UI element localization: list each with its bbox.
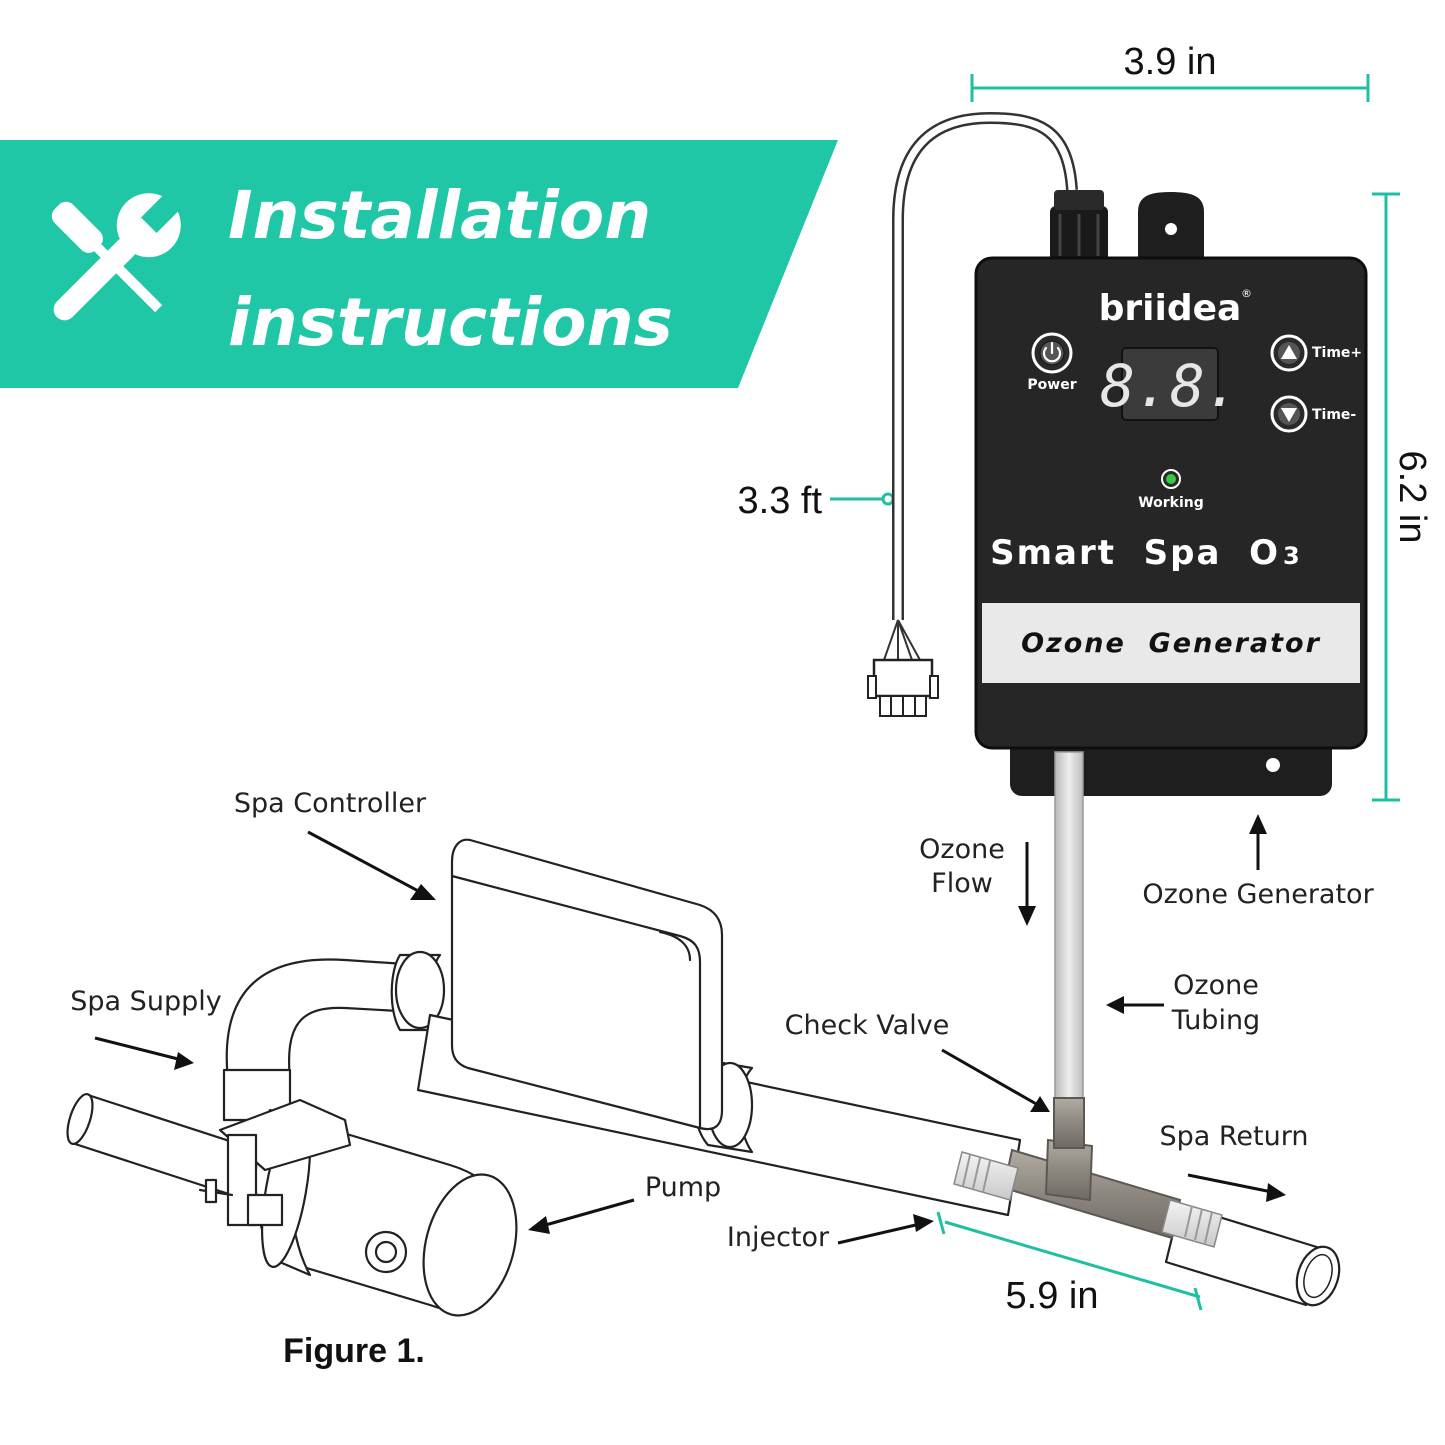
led-display	[1121, 347, 1219, 421]
banner-title-line1: Installation	[228, 177, 651, 254]
width-dimension: 3.9 in	[970, 41, 1370, 102]
arrow-injector	[837, 1214, 934, 1245]
time-down-button[interactable]	[1270, 395, 1308, 433]
spa-plumbing-sketch	[66, 838, 1341, 1317]
banner: Installation instructions	[0, 140, 838, 388]
strip-label: Ozone Generator	[1021, 628, 1321, 659]
arrow-ozone-flow	[1018, 842, 1036, 926]
model-subscript: 3	[1283, 542, 1300, 570]
spa-controller-box	[450, 838, 724, 1131]
label-strip	[982, 603, 1360, 683]
power-cable	[883, 111, 1078, 661]
working-label: Working	[1138, 495, 1204, 511]
display-value: 8.8.	[1100, 352, 1240, 420]
label-injector: Injector	[727, 1222, 830, 1253]
arrow-spa-supply	[94, 1036, 194, 1070]
arrow-spa-controller	[307, 830, 436, 900]
time-up-label: Time+	[1312, 345, 1362, 361]
time-down-label: Time-	[1312, 407, 1356, 423]
label-spa-return: Spa Return	[1159, 1121, 1308, 1152]
injector-dimension: 5.9 in	[936, 1211, 1203, 1317]
connector-plug	[867, 658, 939, 717]
width-label: 3.9 in	[1124, 41, 1217, 83]
injector-length-label: 5.9 in	[1006, 1275, 1099, 1317]
arrow-pump	[528, 1198, 635, 1234]
power-label: Power	[1027, 377, 1076, 393]
banner-background	[0, 140, 838, 388]
injector-fitting-right	[1161, 1199, 1223, 1248]
mount-hole-top	[1165, 223, 1177, 235]
label-pump: Pump	[645, 1172, 721, 1203]
callouts: Spa Controller Spa Supply Pump Check Val…	[70, 788, 1374, 1370]
arrow-ozone-generator	[1249, 814, 1267, 870]
banner-title-line2: instructions	[228, 284, 673, 361]
label-ozone-flow-line1: Ozone	[919, 834, 1005, 865]
injector	[953, 1097, 1223, 1248]
arrow-ozone-tubing	[1106, 996, 1164, 1014]
label-ozone-generator: Ozone Generator	[1142, 879, 1374, 910]
brand-logo: briidea	[1099, 288, 1242, 329]
arrow-check-valve	[941, 1048, 1050, 1112]
arrow-spa-return	[1187, 1173, 1286, 1202]
label-spa-controller: Spa Controller	[234, 788, 427, 819]
label-ozone-tubing-line2: Tubing	[1171, 1005, 1260, 1036]
ozone-generator-device: briidea ® Power 8.8. Time+ Time-	[974, 190, 1368, 796]
cable-dimension: 3.3 ft	[738, 480, 895, 522]
tools-icon	[51, 189, 185, 321]
label-ozone-tubing-line1: Ozone	[1173, 970, 1259, 1001]
ozone-tubing	[1054, 751, 1084, 1153]
power-button[interactable]	[1031, 332, 1073, 374]
label-spa-supply: Spa Supply	[70, 986, 221, 1017]
pump-sketch	[198, 1098, 518, 1317]
triangle-up-icon	[1281, 345, 1297, 359]
height-dimension: 6.2 in	[1372, 192, 1433, 802]
triangle-down-icon	[1281, 408, 1297, 422]
cable-length-label: 3.3 ft	[738, 480, 823, 522]
height-label: 6.2 in	[1391, 451, 1433, 544]
figure-caption: Figure 1.	[283, 1332, 425, 1370]
registered-mark: ®	[1241, 287, 1252, 300]
mount-hole-bottom	[1266, 758, 1280, 772]
label-check-valve: Check Valve	[785, 1010, 950, 1041]
elbow-pipe	[225, 958, 422, 1082]
check-valve	[1053, 1097, 1085, 1149]
power-icon	[1042, 341, 1062, 363]
model-name: Smart Spa O	[990, 533, 1280, 573]
time-up-button[interactable]	[1270, 334, 1308, 372]
injector-fitting-left	[953, 1151, 1019, 1201]
label-ozone-flow-line2: Flow	[931, 868, 993, 899]
